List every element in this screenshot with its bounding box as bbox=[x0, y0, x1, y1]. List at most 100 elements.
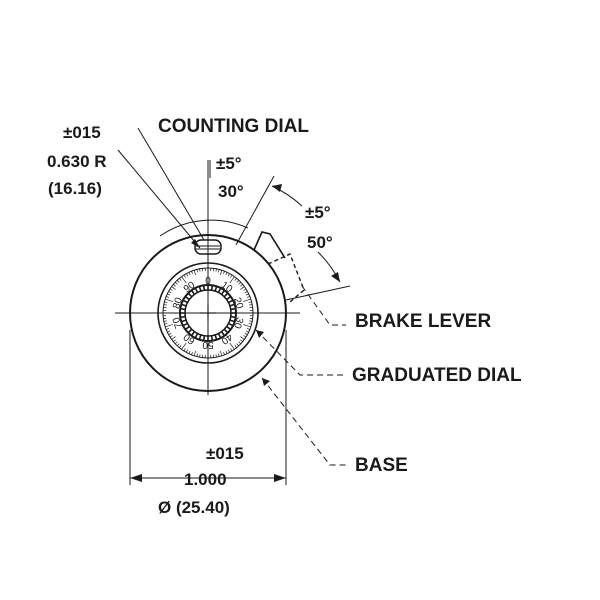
dial-tick bbox=[165, 324, 173, 328]
dial-tick bbox=[240, 286, 245, 290]
graduated-dial-arrowhead bbox=[256, 330, 264, 338]
dial-tick bbox=[186, 273, 189, 277]
knurl-line bbox=[230, 315, 236, 319]
knurl-line bbox=[214, 334, 218, 340]
graduated-dial-ticks bbox=[163, 268, 253, 358]
graduated-dial-ring bbox=[157, 262, 259, 364]
knurl-line bbox=[198, 334, 202, 340]
dial-tick bbox=[230, 348, 233, 352]
dial-tick bbox=[238, 341, 242, 345]
dial-tick bbox=[199, 354, 201, 358]
dial-tick bbox=[240, 339, 243, 342]
diameter-mm: Ø (25.40) bbox=[158, 498, 230, 517]
dial-tick bbox=[174, 341, 178, 345]
knurl-line bbox=[217, 287, 222, 293]
dial-tick bbox=[164, 301, 168, 303]
dial-tick bbox=[167, 330, 171, 333]
dial-tick bbox=[244, 332, 248, 335]
dial-tick bbox=[183, 348, 186, 352]
angle-50-extension bbox=[285, 285, 351, 301]
dial-tick bbox=[171, 286, 176, 290]
knurl-line bbox=[194, 287, 199, 293]
counting-dial-leader bbox=[137, 127, 205, 241]
dial-tick bbox=[246, 328, 250, 330]
dial-tick bbox=[193, 270, 196, 276]
knurl-line bbox=[210, 285, 214, 291]
dial-tick bbox=[176, 343, 180, 347]
dial-tick bbox=[248, 323, 252, 325]
dial-tick bbox=[218, 353, 220, 357]
dial-tick bbox=[227, 349, 230, 353]
base-arrowhead bbox=[262, 378, 270, 386]
angle-50-tolerance: ±5° bbox=[305, 203, 331, 222]
dial-tick bbox=[238, 281, 242, 285]
dial-tick bbox=[181, 276, 187, 284]
dial-tick bbox=[215, 354, 217, 358]
dial-tick bbox=[229, 276, 235, 284]
dial-tick bbox=[220, 350, 223, 356]
dial-tick bbox=[249, 304, 253, 306]
angle-50-value: 50° bbox=[307, 233, 333, 252]
dial-tick bbox=[240, 284, 243, 287]
radius-arc bbox=[159, 219, 249, 237]
dial-tick bbox=[223, 271, 225, 275]
dial-tick bbox=[179, 278, 182, 281]
dial-number: 50 bbox=[202, 339, 214, 350]
dial-tick bbox=[243, 298, 251, 302]
diameter-value: 1.000 bbox=[184, 470, 227, 489]
angle-30-arrowhead bbox=[272, 184, 282, 192]
dial-tick bbox=[245, 330, 249, 333]
dial-tick bbox=[227, 273, 230, 277]
dial-tick bbox=[243, 288, 247, 291]
dial-tick bbox=[223, 351, 225, 355]
dial-tick bbox=[171, 336, 176, 340]
knurl-line bbox=[187, 328, 193, 334]
dial-tick bbox=[163, 304, 167, 306]
dial-tick bbox=[199, 268, 201, 272]
knurl-line bbox=[182, 299, 188, 304]
dial-tick bbox=[225, 350, 228, 354]
knurl-line bbox=[194, 333, 199, 339]
knurl-line bbox=[220, 289, 226, 295]
knurl-line bbox=[229, 319, 235, 323]
graduated-dial-leader bbox=[255, 329, 346, 376]
base-label: BASE bbox=[355, 455, 408, 476]
dial-tick bbox=[236, 343, 240, 347]
dial-tick bbox=[220, 270, 223, 276]
diameter-tolerance: ±015 bbox=[206, 444, 244, 463]
knurl-line bbox=[181, 319, 187, 323]
dial-tick bbox=[173, 284, 176, 287]
knurl-line bbox=[181, 303, 187, 307]
dial-tick bbox=[248, 301, 252, 303]
dial-number: 80 bbox=[171, 296, 185, 310]
dial-tick bbox=[169, 288, 173, 291]
brake-lever-dashed bbox=[267, 253, 305, 303]
dial-tick bbox=[196, 353, 198, 357]
dial-tick bbox=[229, 342, 235, 350]
dial-tick bbox=[245, 293, 249, 296]
knurl-line bbox=[229, 303, 235, 307]
dia-arrow-left bbox=[130, 474, 142, 482]
angle-30-value: 30° bbox=[218, 182, 244, 201]
dial-tick bbox=[193, 350, 196, 356]
dial-tick bbox=[179, 345, 182, 348]
dial-tick bbox=[176, 279, 180, 283]
dial-tick bbox=[225, 272, 228, 276]
dial-tick bbox=[218, 269, 220, 273]
dial-tick bbox=[166, 328, 170, 330]
knurl-line bbox=[190, 331, 196, 337]
knurl-line bbox=[180, 315, 186, 319]
knurl-line bbox=[228, 322, 234, 327]
dial-tick bbox=[169, 335, 173, 338]
knurl-line bbox=[217, 333, 222, 339]
knurl-line bbox=[230, 307, 236, 311]
knurl-line bbox=[182, 322, 188, 327]
dial-tick bbox=[181, 342, 187, 350]
dial-number: 0 bbox=[205, 276, 211, 287]
knurl-line bbox=[184, 325, 190, 331]
dial-tick bbox=[243, 335, 247, 338]
dial-tick bbox=[234, 278, 237, 281]
knurl-line bbox=[187, 292, 193, 298]
dial-tick bbox=[168, 291, 172, 294]
